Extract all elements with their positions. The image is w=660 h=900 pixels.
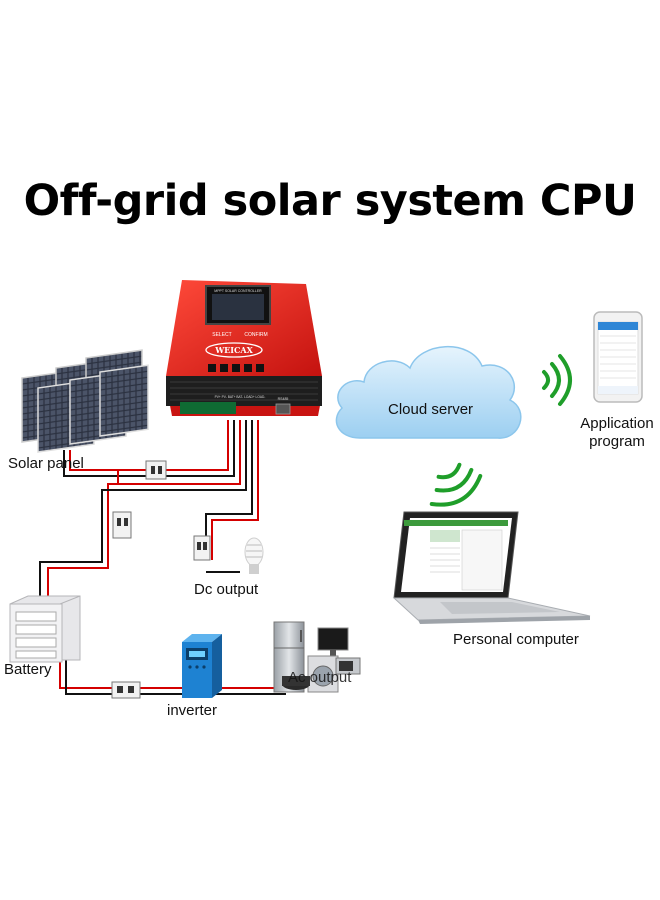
label-inverter: inverter: [167, 702, 218, 719]
ac-appliances: [273, 621, 361, 693]
cloud-server-shape: [335, 345, 522, 439]
wifi-signal-phone: [542, 354, 572, 406]
breaker-inverter: [111, 681, 141, 699]
page-title: Off-grid solar system CPU: [23, 176, 637, 226]
controller-select-label: SELECT: [212, 332, 231, 338]
label-ac-output: Ac output: [288, 669, 352, 686]
label-application-line2: program: [589, 433, 645, 450]
label-application-line1: Application: [580, 415, 654, 432]
smartphone-app: [593, 311, 643, 403]
dc-lamp: [244, 537, 264, 574]
controller-terminal-labels: PV+ PV- BAT+ BAT- LOAD+ LOAD-: [215, 395, 266, 399]
label-cloud-server: Cloud server: [388, 401, 474, 418]
breaker-battery: [112, 511, 132, 539]
controller-confirm-label: CONFIRM: [244, 332, 267, 338]
label-dc-output: Dc output: [194, 581, 259, 598]
laptop-computer: [392, 511, 591, 624]
solar-charge-controller: MPPT SOLAR CONTROLLER SELECT CONFIRM WEI…: [166, 280, 322, 416]
solar-panel-array: [21, 349, 149, 453]
controller-brand-logo: WEICAX: [214, 345, 253, 355]
controller-screen-header: MPPT SOLAR CONTROLLER: [214, 289, 262, 293]
wifi-signal-computer: [429, 462, 483, 507]
label-application-program: Application program: [572, 415, 660, 451]
controller-port-label: RS485: [278, 397, 289, 401]
breaker-dc: [193, 535, 211, 561]
label-battery: Battery: [4, 661, 52, 678]
inverter-unit: [182, 634, 222, 698]
label-solar-panel: Solar panel: [8, 455, 84, 472]
label-personal-computer: Personal computer: [453, 631, 579, 648]
breaker-solar: [145, 460, 167, 480]
battery-cabinet: [9, 595, 81, 663]
